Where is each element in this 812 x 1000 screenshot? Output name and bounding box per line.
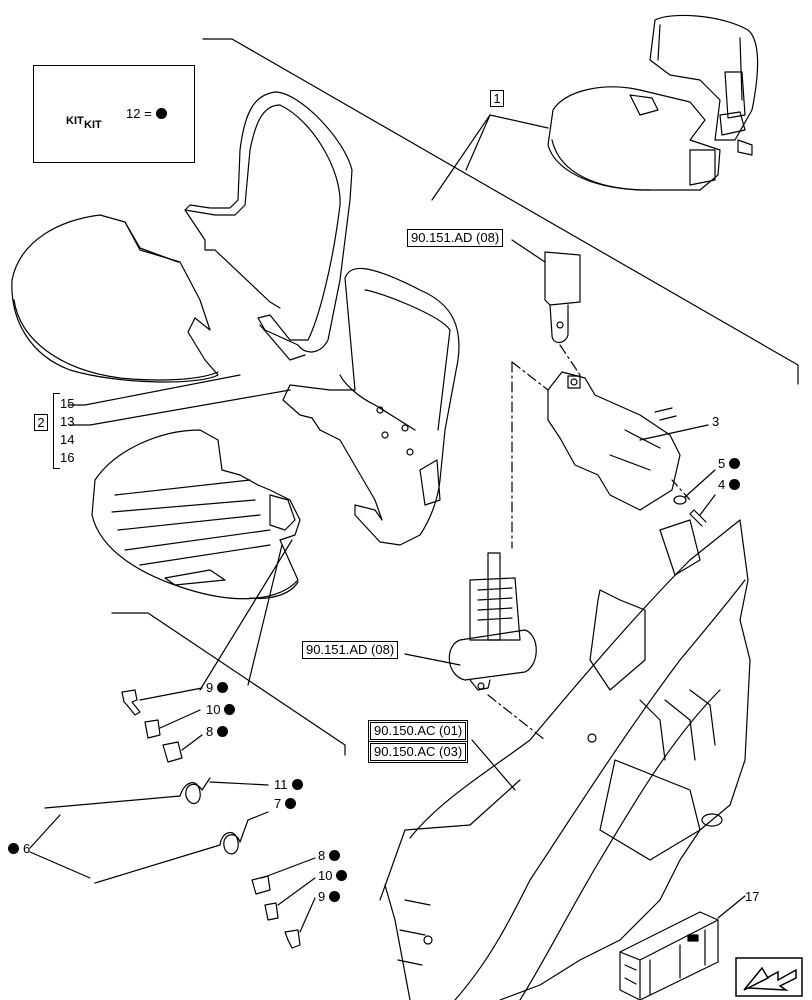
nut-part-10b bbox=[264, 902, 279, 921]
callout-16: 16 bbox=[60, 450, 75, 465]
seat-assembly-illustration bbox=[547, 14, 759, 191]
leader-line-base bbox=[111, 612, 346, 756]
callout-11: 11 bbox=[274, 778, 303, 792]
ref-cab-frame-1[interactable]: 90.150.AC (01) bbox=[367, 720, 469, 742]
callout-8-upper: 8 bbox=[206, 725, 229, 739]
callout-6: 6 bbox=[8, 842, 30, 856]
callout-9-lower: 9 bbox=[318, 890, 341, 904]
kit-legend-label: 12 = bbox=[126, 107, 167, 121]
ref-base-group[interactable]: 2 bbox=[34, 414, 48, 431]
callout-17: 17 bbox=[745, 889, 760, 904]
bolt-part-4 bbox=[689, 509, 707, 527]
callout-3: 3 bbox=[712, 414, 720, 429]
hardware-set-lower bbox=[251, 857, 316, 949]
callout-9-upper: 9 bbox=[206, 681, 229, 695]
leader-line-cushion bbox=[67, 374, 241, 406]
nut-part-10a bbox=[144, 719, 161, 739]
callout-10-upper: 10 bbox=[206, 703, 236, 717]
ref-belt-buckle[interactable]: 90.151.AD (08) bbox=[407, 229, 504, 247]
kit-icon-text-left: KIT bbox=[66, 115, 84, 127]
belt-bracket-part-3 bbox=[547, 371, 681, 511]
pin-part-6 bbox=[29, 811, 269, 884]
kit-legend-box bbox=[33, 65, 195, 163]
hardware-set-upper bbox=[121, 687, 203, 763]
ref-belt-retractor[interactable]: 90.151.AD (08) bbox=[302, 641, 399, 659]
backrest-cover-part-13 bbox=[184, 91, 353, 361]
washer-part-5 bbox=[673, 495, 687, 505]
seat-belt-buckle bbox=[544, 251, 581, 344]
ref-seat-assembly[interactable]: 1 bbox=[490, 90, 504, 107]
seat-cushion-part-15 bbox=[11, 214, 219, 383]
seat-frame-part-14 bbox=[282, 267, 460, 546]
spring-part-11 bbox=[44, 777, 269, 809]
navigation-arrow-icon bbox=[735, 957, 803, 997]
callout-8-lower: 8 bbox=[318, 849, 341, 863]
leader-line-backrest bbox=[69, 389, 291, 426]
leader-line-seat-group bbox=[431, 114, 549, 201]
cab-frame-structure bbox=[379, 519, 751, 1000]
leader-line-top bbox=[202, 38, 799, 385]
seat-belt-retractor bbox=[448, 552, 537, 691]
callout-5: 5 bbox=[718, 457, 741, 471]
ref-cab-frame-2[interactable]: 90.150.AC (03) bbox=[367, 741, 469, 763]
crate-part-17 bbox=[619, 895, 746, 1000]
callout-7: 7 bbox=[274, 797, 297, 811]
sleeve-part-8a bbox=[162, 741, 183, 763]
callout-14: 14 bbox=[60, 432, 75, 447]
callout-10-lower: 10 bbox=[318, 869, 348, 883]
seat-base-pan-part-16 bbox=[91, 429, 301, 600]
bolt-part-9b bbox=[284, 929, 301, 949]
callout-4: 4 bbox=[718, 478, 741, 492]
callout-15: 15 bbox=[60, 396, 75, 411]
bolt-part-9a bbox=[121, 689, 141, 716]
kit-icon-text-right: KIT bbox=[84, 119, 102, 131]
sleeve-part-8b bbox=[251, 875, 271, 895]
callout-13: 13 bbox=[60, 414, 75, 429]
group-bracket bbox=[53, 393, 60, 469]
